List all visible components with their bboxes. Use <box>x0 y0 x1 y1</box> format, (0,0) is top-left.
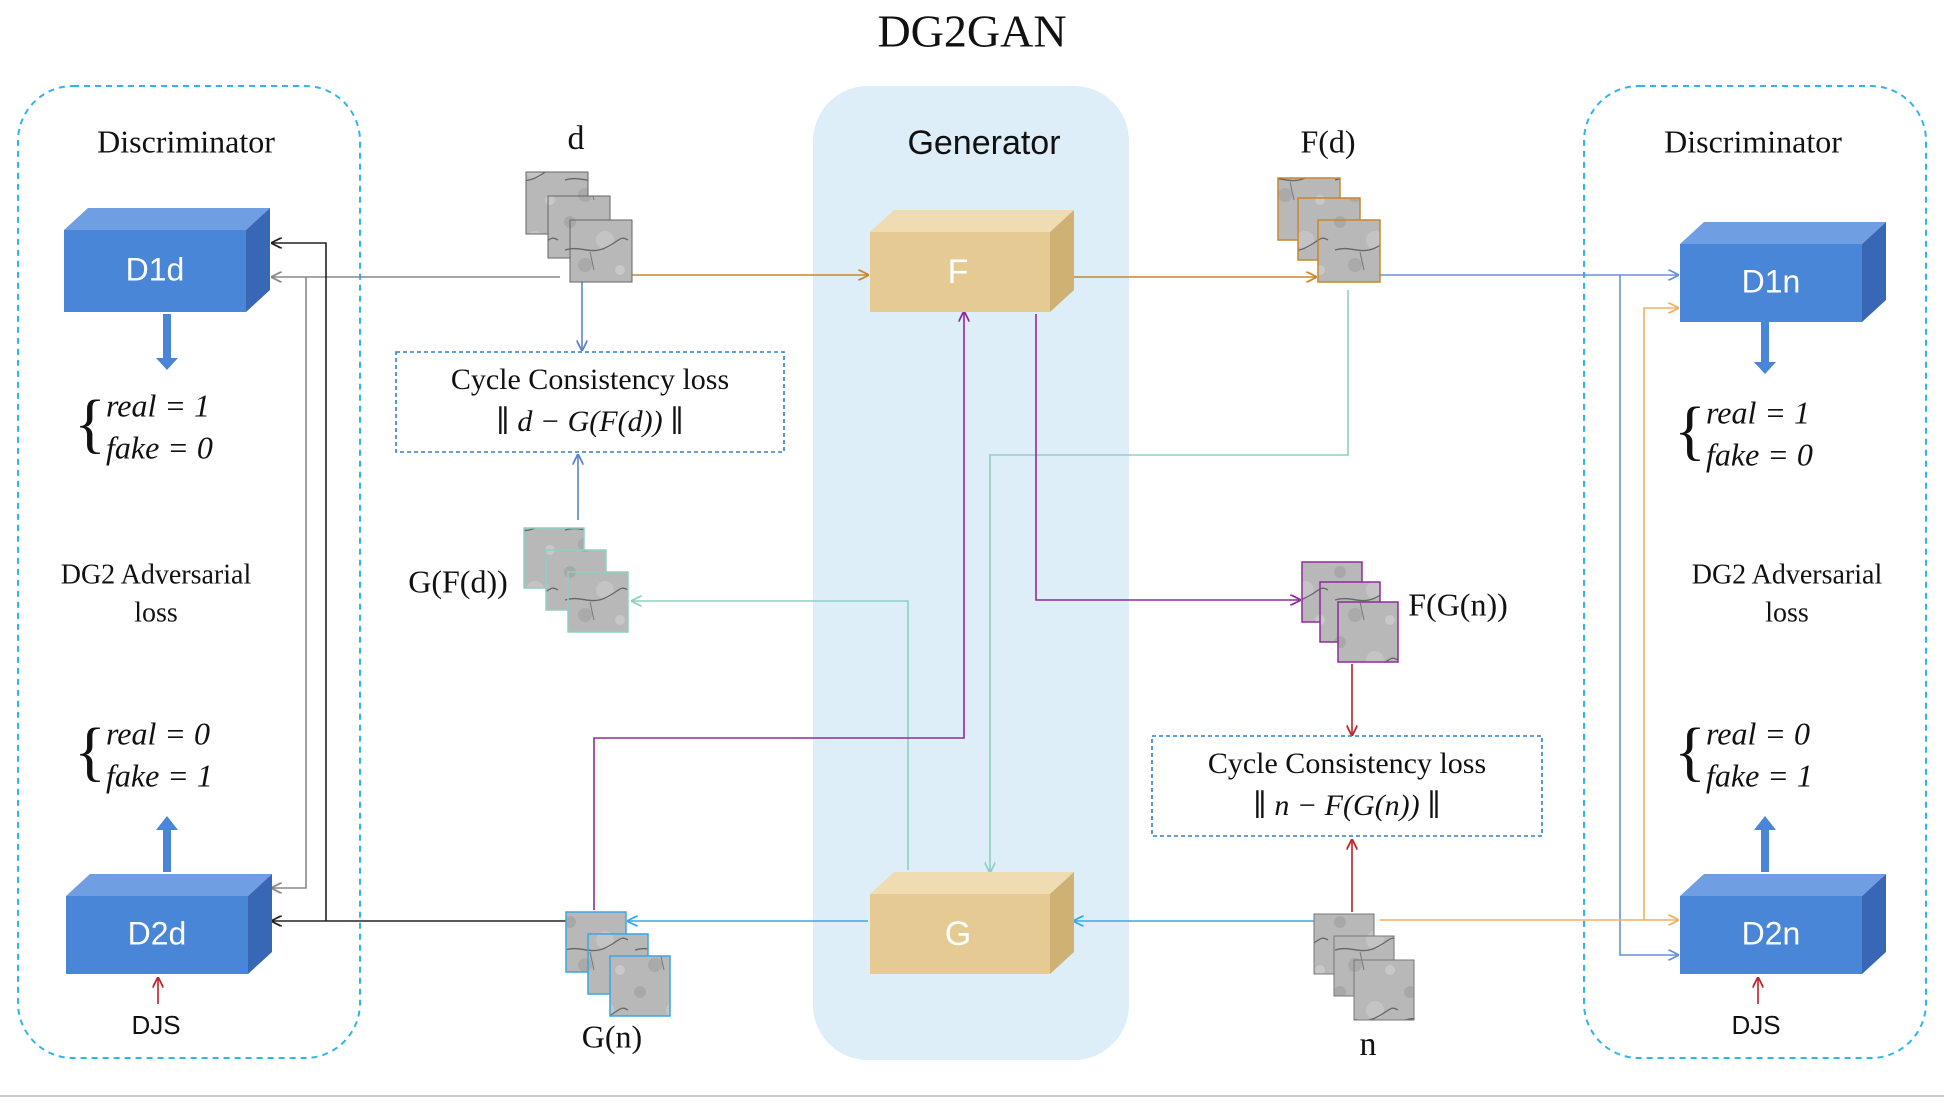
d1d-box: D1d <box>64 208 270 312</box>
right-discriminator-panel <box>1583 85 1927 1059</box>
image-stack-gfd <box>523 527 629 633</box>
left-discriminator-panel <box>17 85 361 1059</box>
left-top-labels: { real = 1 fake = 0 <box>74 387 213 465</box>
d2d-label: D2d <box>128 915 187 951</box>
right-bottom-real: real = 0 <box>1706 715 1810 751</box>
left-djs-label: DJS <box>131 1010 180 1040</box>
left-bottom-real: real = 0 <box>106 715 210 751</box>
right-bottom-labels: { real = 0 fake = 1 <box>1674 715 1813 793</box>
right-discriminator-label: Discriminator <box>1664 123 1842 159</box>
d1n-label: D1n <box>1742 263 1801 299</box>
cycle-loss-box-1: Cycle Consistency loss ∥ d − G(F(d)) ∥ <box>395 351 785 453</box>
d1d-output-arrow <box>156 314 178 370</box>
svg-text:{: { <box>1674 715 1706 788</box>
generator-label: Generator <box>907 124 1060 162</box>
arrow-fd-to-g <box>990 290 1349 872</box>
d2n-box: D2n <box>1680 874 1886 974</box>
image-stack-n <box>1313 913 1415 1021</box>
cycle-loss-1-formula: ∥ d − G(F(d)) ∥ <box>496 405 684 438</box>
g-label: G <box>945 915 971 953</box>
left-adv-line1: DG2 Adversarial <box>61 559 252 590</box>
arrow-f-to-fgn <box>1035 314 1300 600</box>
svg-text:{: { <box>74 715 106 788</box>
image-stack-d <box>525 171 633 283</box>
d2d-input-arrow <box>156 816 178 872</box>
d1n-box: D1n <box>1680 222 1886 322</box>
right-top-fake: fake = 0 <box>1706 436 1813 472</box>
right-adv-line1: DG2 Adversarial <box>1692 559 1883 590</box>
svg-text:{: { <box>1674 394 1706 467</box>
image-stack-gn <box>565 911 671 1017</box>
arrow-d-to-d2d <box>272 277 307 888</box>
image-label-d: d <box>568 120 585 157</box>
left-bottom-labels: { real = 0 fake = 1 <box>74 715 213 793</box>
diagram-title: DG2GAN <box>877 6 1066 57</box>
svg-text:{: { <box>74 387 106 460</box>
arrow-gn-to-f <box>593 312 964 910</box>
cycle-loss-2-title: Cycle Consistency loss <box>1208 747 1486 780</box>
image-label-fd: F(d) <box>1300 123 1355 159</box>
g-box: G <box>870 872 1074 974</box>
arrow-n-to-d1n <box>1643 308 1678 920</box>
f-box: F <box>870 210 1074 312</box>
right-djs-label: DJS <box>1731 1010 1780 1040</box>
d1d-label: D1d <box>126 251 185 287</box>
d2d-box: D2d <box>66 874 272 974</box>
left-top-fake: fake = 0 <box>106 429 213 465</box>
cycle-loss-box-2: Cycle Consistency loss ∥ n − F(G(n)) ∥ <box>1151 735 1543 837</box>
arrow-g-to-gfd <box>632 601 909 870</box>
image-label-gfd: G(F(d)) <box>408 563 508 599</box>
right-bottom-fake: fake = 1 <box>1706 757 1813 793</box>
d1n-output-arrow <box>1754 320 1776 374</box>
left-top-real: real = 1 <box>106 387 210 423</box>
left-bottom-fake: fake = 1 <box>106 757 213 793</box>
image-label-gn: G(n) <box>582 1018 642 1054</box>
image-label-n: n <box>1360 1026 1377 1063</box>
cycle-loss-2-formula: ∥ n − F(G(n)) ∥ <box>1253 789 1441 822</box>
right-top-real: real = 1 <box>1706 394 1810 430</box>
cycle-loss-1-title: Cycle Consistency loss <box>451 363 729 396</box>
arrow-fd-to-d2n <box>1619 275 1678 955</box>
d2n-label: D2n <box>1742 915 1801 951</box>
image-label-fgn: F(G(n)) <box>1408 586 1508 622</box>
image-stack-fd <box>1277 177 1381 283</box>
left-discriminator-label: Discriminator <box>97 123 275 159</box>
f-label: F <box>948 253 969 291</box>
arrow-gn-to-d1d <box>272 243 327 921</box>
generator-panel <box>813 86 1129 1060</box>
d2n-input-arrow <box>1754 816 1776 872</box>
right-top-labels: { real = 1 fake = 0 <box>1674 394 1813 472</box>
left-adv-line2: loss <box>134 597 178 628</box>
image-stack-fgn <box>1301 561 1399 663</box>
right-adv-line2: loss <box>1765 597 1809 628</box>
